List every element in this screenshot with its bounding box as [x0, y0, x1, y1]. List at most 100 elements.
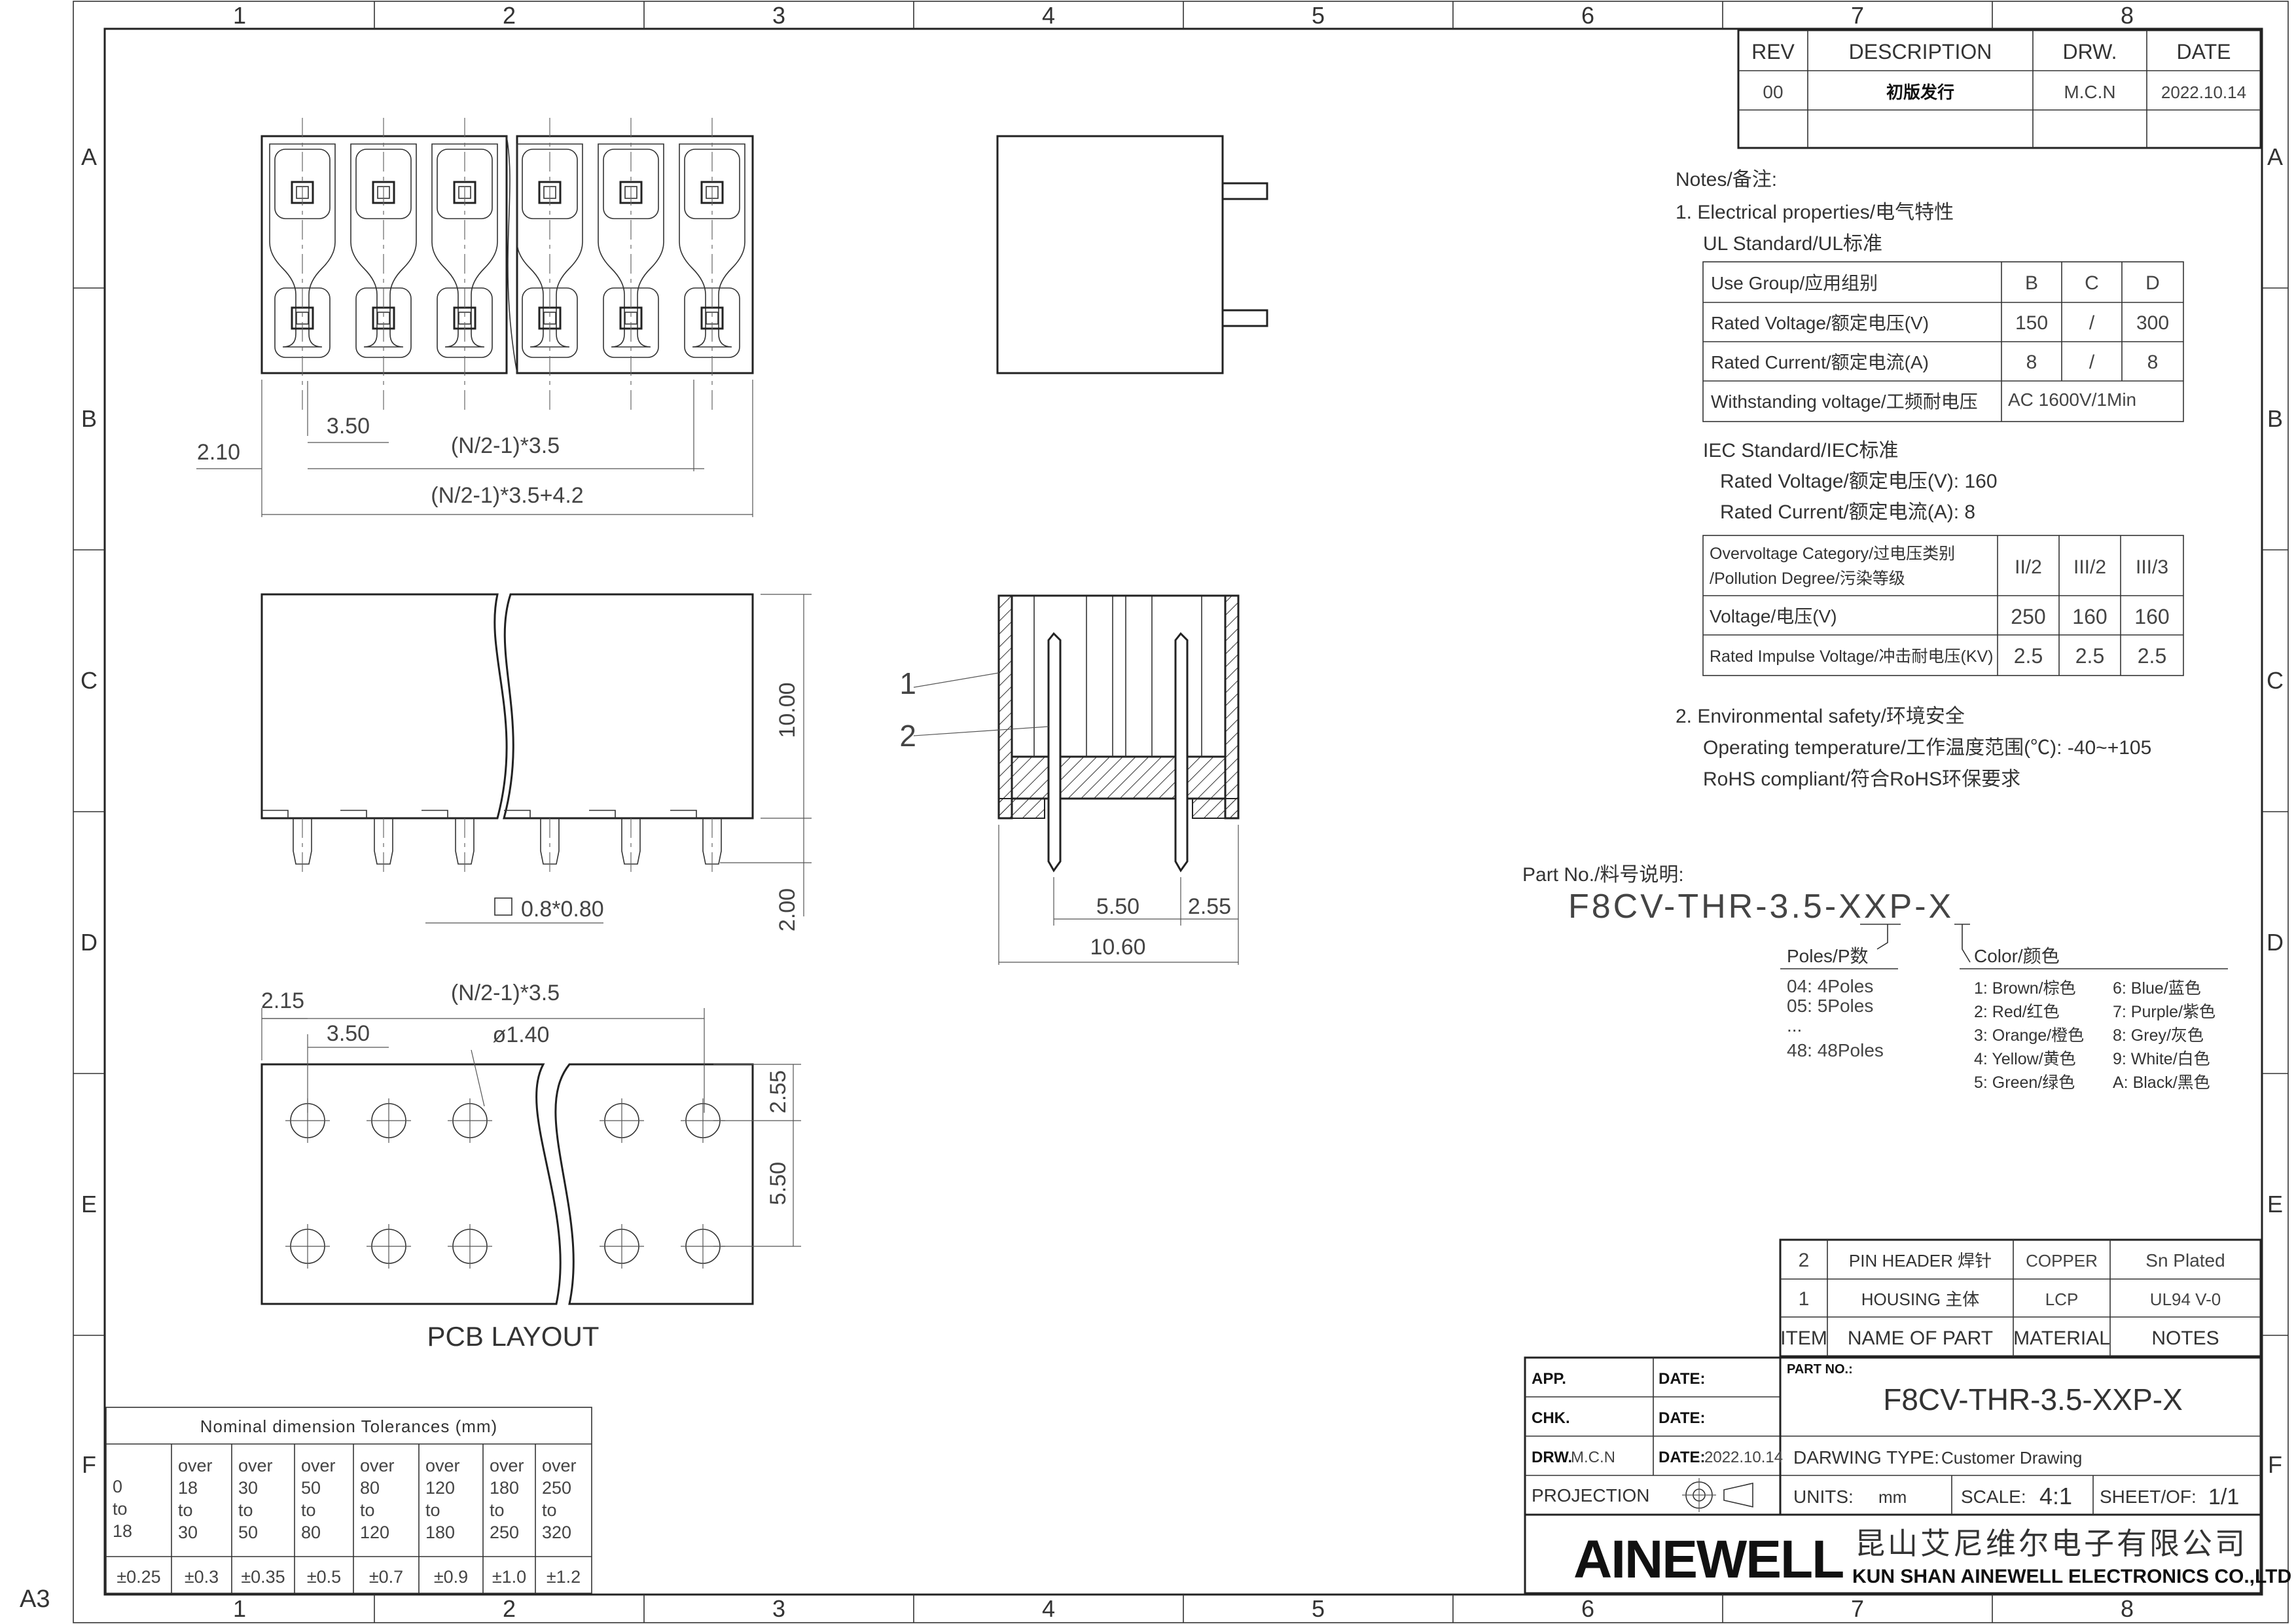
pcb-pitch-dim: 3.50	[327, 1021, 370, 1046]
top-total-dim: (N/2-1)*3.5+4.2	[431, 483, 583, 508]
zone-col-label: 8	[2121, 2, 2134, 29]
ul-voltage-b: 150	[2015, 312, 2048, 334]
zone-row-label: A	[81, 143, 97, 170]
pcb-span-dim: (N/2-1)*3.5	[451, 981, 560, 1005]
ul-current-label: Rated Current/额定电流(A)	[1711, 352, 1929, 372]
tolerance-range: to	[238, 1500, 253, 1520]
ul-withstanding-value: AC 1600V/1Min	[2008, 389, 2136, 410]
company-logo: AINEWELL	[1573, 1530, 1844, 1589]
poles-option: ...	[1787, 1015, 1802, 1036]
iec-cat-2: III/2	[2073, 556, 2106, 578]
terminal-cell-upper	[603, 149, 659, 219]
tolerance-range: to	[425, 1500, 440, 1520]
color-option: 5: Green/绿色	[1974, 1074, 2075, 1092]
bom-material-2: COPPER	[2026, 1251, 2098, 1271]
zone-col-label: 2	[503, 1595, 516, 1622]
zone-col-label: 1	[233, 1595, 246, 1622]
color-option: 6: Blue/蓝色	[2113, 979, 2201, 998]
zone-row-label: F	[82, 1451, 96, 1478]
iec-voltage-label: Voltage/电压(V)	[1710, 606, 1837, 626]
tolerance-value: ±0.35	[241, 1567, 285, 1587]
zone-row-label: F	[2268, 1451, 2282, 1478]
environment-temp: Operating temperature/工作温度范围(℃): -40~+10…	[1703, 737, 2151, 759]
terminal-cell	[350, 143, 417, 348]
top-view: 3.50 2.10 (N/2-1)*3.5 (N/2-1)*3.5+4.2	[196, 118, 754, 517]
top-span-dim: (N/2-1)*3.5	[451, 433, 560, 458]
projection-symbol-icon	[1682, 1478, 1753, 1512]
tolerance-range: 120	[425, 1478, 455, 1498]
environment-title: 2. Environmental safety/环境安全	[1676, 706, 1965, 727]
tolerance-range: 50	[301, 1478, 321, 1498]
zone-row-label: C	[81, 667, 98, 694]
bom-header-item: ITEM	[1780, 1327, 1827, 1349]
front-view: 10.00 2.00 0.8*0.80	[260, 593, 812, 931]
rev-value: 00	[1763, 82, 1783, 102]
zone-col-label: 5	[1312, 1595, 1325, 1622]
iec-voltage-3: 160	[2134, 605, 2169, 628]
pcb-row-pitch-dim: 5.50	[766, 1162, 791, 1205]
terminal-cell	[431, 143, 498, 348]
tolerance-range: 180	[425, 1523, 455, 1542]
tolerance-range: 120	[360, 1523, 389, 1542]
front-notch	[504, 810, 531, 818]
pin-size-dim: 0.8*0.80	[521, 897, 604, 922]
sheet-label: SHEET/OF:	[2100, 1487, 2197, 1507]
tolerance-range: over	[238, 1456, 273, 1475]
pcb-row-offset-dim: 2.55	[766, 1070, 791, 1113]
company-name-en: KUN SHAN AINEWELL ELECTRONICS CO.,LTD	[1852, 1566, 2291, 1587]
terminal-cell-upper	[355, 149, 412, 219]
revision-table: REV DESCRIPTION DRW. DATE 00 初版发行 M.C.N …	[1737, 29, 2262, 149]
tolerance-value: ±0.7	[369, 1567, 403, 1587]
zone-row-label: E	[81, 1191, 97, 1218]
tolerance-range: to	[301, 1500, 316, 1520]
front-notch	[422, 810, 448, 818]
zone-col-label: 3	[772, 2, 785, 29]
sheet-size-label: A3	[20, 1585, 50, 1613]
tolerance-range: to	[490, 1500, 505, 1520]
tolerance-range: 18	[113, 1521, 132, 1541]
poles-option: 48: 48Poles	[1787, 1040, 1884, 1060]
terminal-cell	[679, 143, 745, 348]
tolerance-range: 50	[238, 1523, 258, 1542]
projection-label: PROJECTION	[1532, 1485, 1649, 1506]
iec-impulse-label: Rated Impulse Voltage/冲击耐电压(KV)	[1710, 647, 1994, 666]
bom-item-2: 2	[1799, 1250, 1810, 1271]
tolerance-value: ±1.0	[492, 1567, 526, 1587]
zone-col-label: 3	[772, 1595, 785, 1622]
zone-col-label: 7	[1851, 2, 1864, 29]
poles-title: Poles/P数	[1787, 946, 1869, 966]
callout-1: 1	[899, 666, 916, 700]
terminal-cell-upper	[522, 149, 578, 219]
drw-header: DRW.	[2063, 40, 2117, 63]
top-pitch-dim: 3.50	[327, 414, 370, 439]
tolerance-range: over	[360, 1456, 395, 1475]
zone-col-label: 7	[1851, 1595, 1864, 1622]
color-option: A: Black/黑色	[2113, 1074, 2210, 1092]
ul-group-b: B	[2025, 272, 2038, 294]
drawing-type-value: Customer Drawing	[1941, 1448, 2082, 1468]
terminal-cell	[598, 143, 664, 348]
part-no-label: PART NO.:	[1787, 1362, 1853, 1377]
zone-col-label: 1	[233, 2, 246, 29]
terminal-cell	[269, 143, 336, 348]
colors-list: 1: Brown/棕色2: Red/红色3: Orange/橙色4: Yello…	[1974, 979, 2215, 1092]
notes-block: Notes/备注: 1. Electrical properties/电气特性 …	[1676, 169, 2184, 790]
ul-voltage-label: Rated Voltage/额定电压(V)	[1711, 313, 1929, 333]
bom-notes-2: Sn Plated	[2145, 1250, 2225, 1271]
color-option: 7: Purple/紫色	[2113, 1003, 2215, 1021]
zone-col-label: 6	[1581, 1595, 1594, 1622]
chk-label: CHK.	[1532, 1409, 1570, 1427]
terminal-cell-upper	[437, 149, 493, 219]
iec-standard-title: IEC Standard/IEC标准	[1703, 440, 1898, 461]
iec-voltage-1: 250	[2011, 605, 2045, 628]
ul-current-b: 8	[2026, 352, 2037, 373]
electrical-title: 1. Electrical properties/电气特性	[1676, 202, 1954, 223]
drw-label: DRW.	[1532, 1449, 1572, 1466]
bom-header-part: NAME OF PART	[1848, 1327, 1993, 1349]
zone-col-label: 2	[503, 2, 516, 29]
app-label: APP.	[1532, 1370, 1566, 1388]
front-notch	[340, 810, 367, 818]
tolerance-value: ±0.5	[307, 1567, 341, 1587]
